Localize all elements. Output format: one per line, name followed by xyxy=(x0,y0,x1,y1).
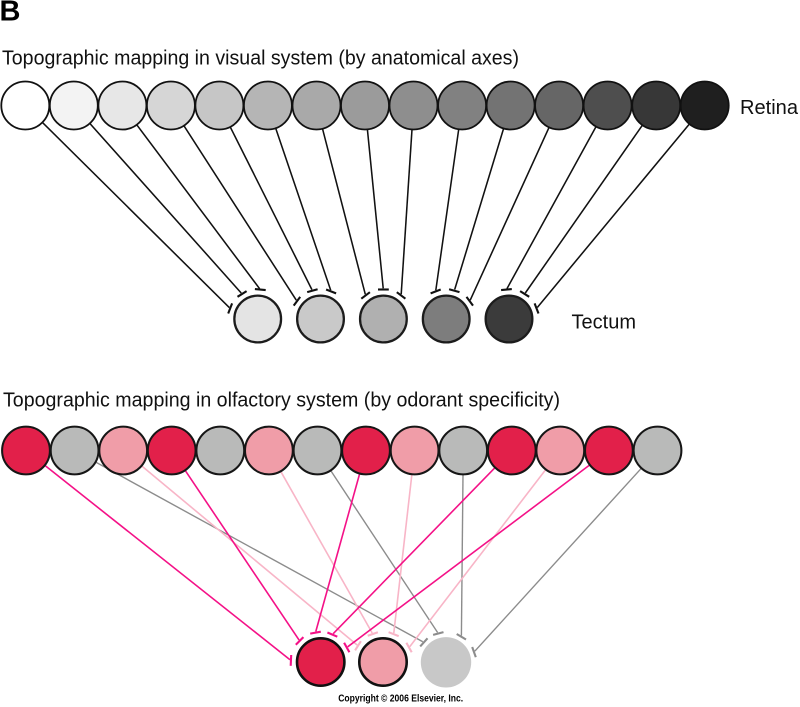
svg-text:B: B xyxy=(0,0,20,28)
svg-text:Copyright © 2006 Elsevier, Inc: Copyright © 2006 Elsevier, Inc. xyxy=(338,694,463,705)
svg-text:Retina: Retina xyxy=(740,97,799,119)
svg-text:Topographic mapping in visual: Topographic mapping in visual system (by… xyxy=(2,47,519,69)
svg-text:Topographic mapping in olfacto: Topographic mapping in olfactory system … xyxy=(3,389,560,411)
svg-text:Tectum: Tectum xyxy=(572,311,637,333)
